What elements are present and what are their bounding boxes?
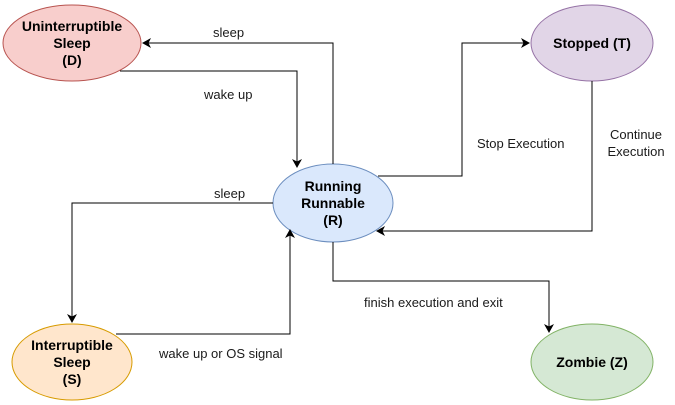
edge-label-wake-up-or-os-signal: wake up or OS signal [159, 346, 283, 361]
edge-label-wake-up: wake up [204, 87, 253, 102]
edge-running-to-zombie [332, 242, 554, 333]
edge-stopped-to-running [376, 81, 593, 236]
state-zombie-shape [530, 323, 654, 401]
edge-label-sleep-interruptible: sleep [214, 186, 246, 201]
state-running-shape [272, 163, 394, 243]
edge-label-sleep-uninterruptible: sleep [213, 25, 245, 40]
edge-running-to-uninterruptible [142, 38, 334, 164]
edge-interruptible-to-running [116, 229, 295, 335]
edge-running-to-interruptible [67, 202, 273, 323]
state-interruptible-sleep-shape [11, 323, 133, 401]
state-stopped-shape [530, 4, 654, 82]
edge-label-stop-execution: Stop Execution [477, 136, 565, 151]
edge-label-finish-execution: finish execution and exit [364, 295, 503, 310]
edge-uninterruptible-to-running [120, 70, 302, 168]
edge-label-continue-execution: Continue Execution [607, 127, 665, 159]
state-uninterruptible-sleep-shape [2, 4, 142, 82]
edge-running-to-stopped [378, 38, 530, 177]
